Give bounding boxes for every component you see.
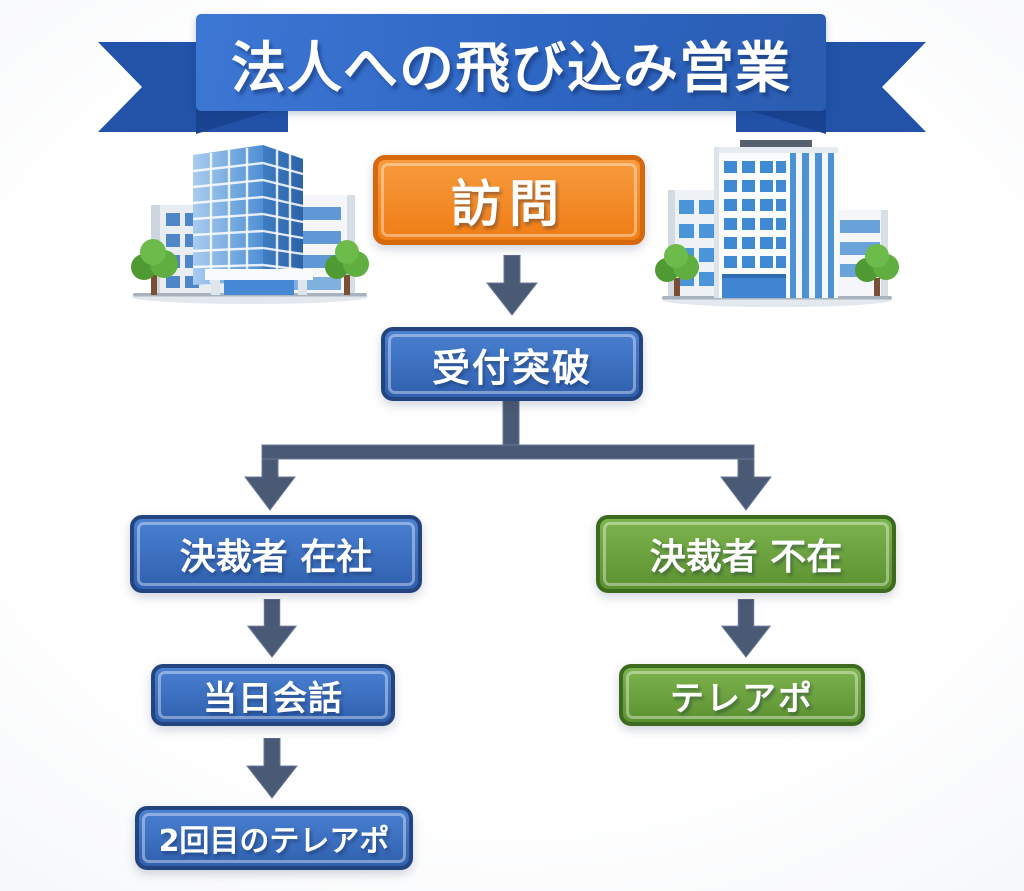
flow-node-decision-maker-absent: 決裁者 不在	[596, 515, 896, 593]
flow-node-decision-maker-present: 決裁者 在社	[130, 515, 422, 593]
flow-node-reception-label: 受付突破	[431, 345, 592, 390]
flow-node-absent-label: 決裁者 不在	[649, 537, 843, 578]
flow-node-secondcall-label: 2回目のテレアポ	[158, 824, 390, 859]
down-arrow-icon	[486, 255, 538, 316]
office-building-left-icon	[131, 145, 369, 304]
tree-icon	[655, 244, 699, 296]
tree-icon	[131, 239, 178, 295]
down-arrow-icon	[246, 738, 298, 799]
down-arrow-icon	[720, 599, 772, 658]
page-title: 法人への飛び込み営業	[230, 35, 791, 100]
flow-node-visit: 訪問	[373, 155, 645, 245]
tree-icon	[325, 240, 369, 295]
flow-node-same-day-talk: 当日会話	[151, 664, 395, 726]
tree-icon	[855, 244, 899, 296]
branch-connector-icon	[243, 398, 773, 511]
flow-node-teleappo-label: テレアポ	[670, 678, 814, 719]
flow-node-second-tele-appointment: 2回目のテレアポ	[135, 806, 413, 870]
flow-node-tele-appointment: テレアポ	[619, 664, 865, 726]
office-building-right-icon	[655, 140, 899, 307]
flow-node-reception: 受付突破	[381, 327, 643, 401]
flow-node-present-label: 決裁者 在社	[179, 537, 373, 578]
flow-node-sameday-label: 当日会話	[203, 678, 343, 719]
banner-panel	[196, 14, 826, 111]
down-arrow-icon	[246, 599, 298, 658]
ribbon-banner: 法人への飛び込み営業	[88, 6, 936, 140]
flow-node-visit-label: 訪問	[451, 175, 567, 233]
